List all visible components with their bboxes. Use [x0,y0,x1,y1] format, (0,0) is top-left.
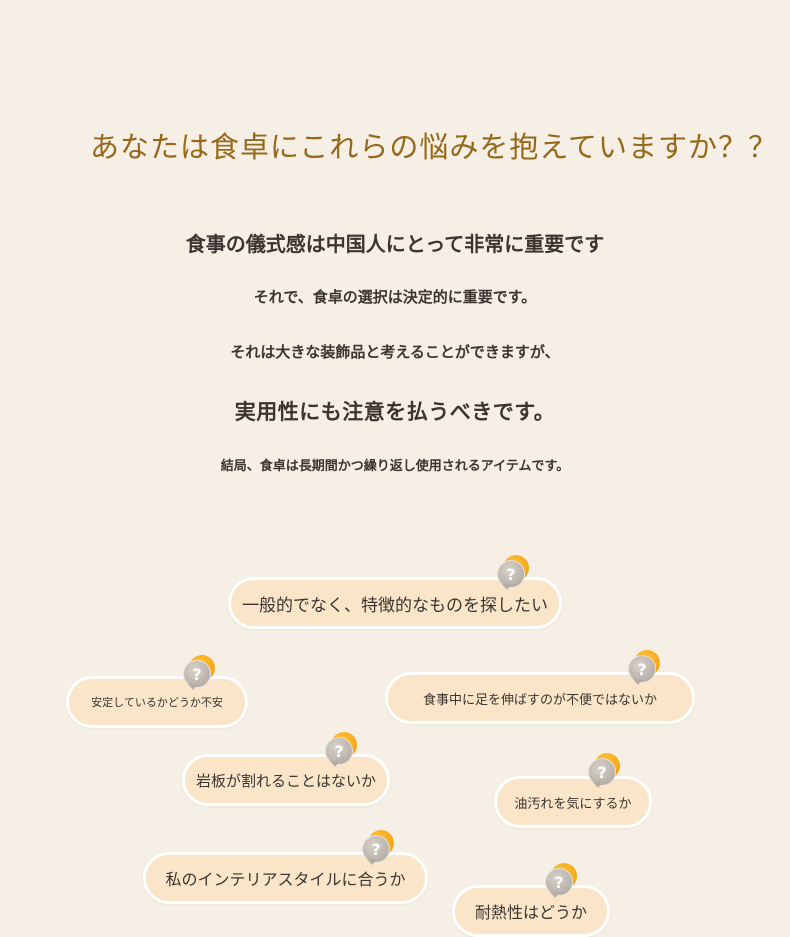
page-headline: あなたは食卓にこれらの悩みを抱えていますか？？ [90,130,778,164]
question-bubble-icon: ? [545,863,577,898]
intro-line-1: 食事の儀式感は中国人にとって非常に重要です [185,232,605,256]
intro-line-4: 実用性にも注意を払うべきです。 [234,400,556,424]
concern-bubble-heat-resistance: 耐熱性はどうか [452,885,610,937]
intro-line-5: 結局、食卓は長期間かつ繰り返し使用されるアイテムです。 [220,459,570,474]
concern-bubble-oil-stain: 油汚れを気にするか [494,776,652,828]
concern-bubble-legroom: 食事中に足を伸ばすのが不便ではないか [385,672,695,724]
concern-bubble-slab-crack: 岩板が割れることはないか [182,754,390,806]
concern-text: 耐熱性はどうか [474,903,587,922]
concern-bubble-interior-style: 私のインテリアスタイルに合うか [143,852,428,904]
question-bubble-icon: ? [325,732,357,767]
intro-line-3: それは大きな装飾品と考えることができますが、 [230,343,560,361]
concern-text: 油汚れを気にするか [514,796,632,812]
question-bubble-icon: ? [497,555,529,590]
concern-text: 安定しているかどうか不安 [91,696,223,709]
concern-bubble-stability: 安定しているかどうか不安 [66,676,248,728]
question-bubble-icon: ? [362,830,394,865]
intro-line-2: それで、食卓の選択は決定的に重要です。 [253,288,537,306]
concern-text: 私のインテリアスタイルに合うか [165,870,406,889]
concern-text: 食事中に足を伸ばすのが不便ではないか [422,692,657,708]
question-bubble-icon: ? [183,655,215,690]
question-bubble-icon: ? [588,753,620,788]
question-bubble-icon: ? [628,650,660,685]
concern-text: 岩板が割れることはないか [195,771,376,790]
concern-text: 一般的でなく、特徴的なものを探したい [242,595,548,616]
